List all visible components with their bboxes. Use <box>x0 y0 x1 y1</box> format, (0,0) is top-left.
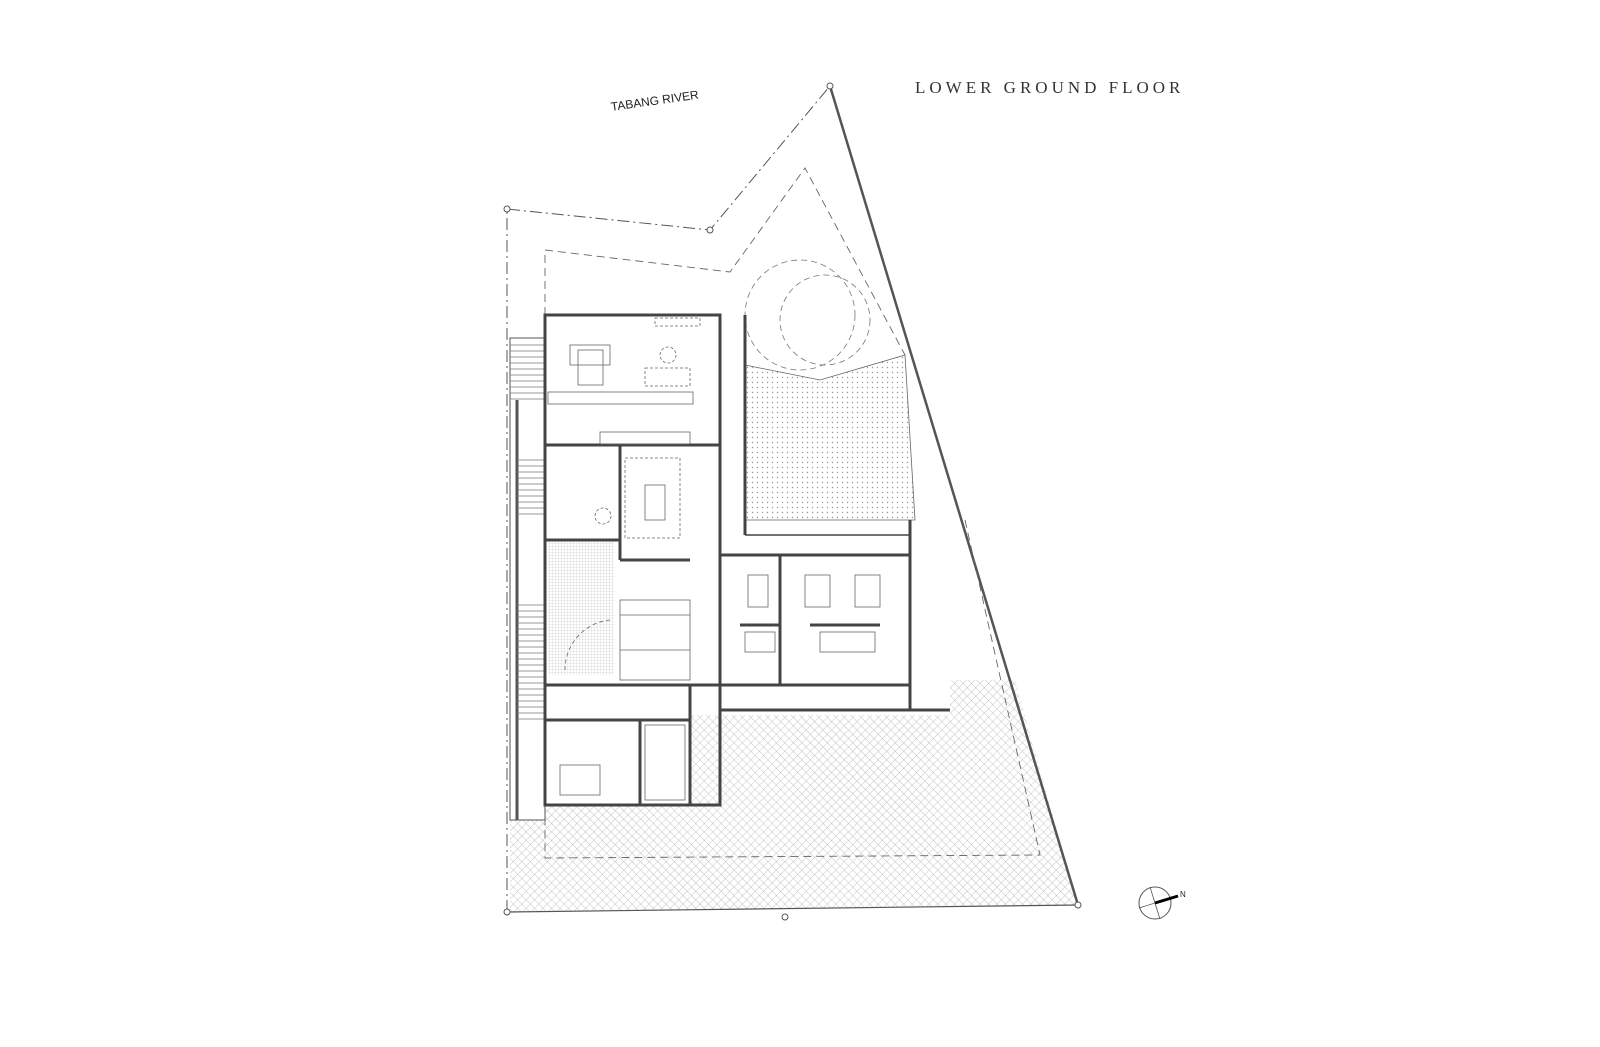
courtyard-hatch <box>744 354 916 521</box>
paved-terrace-hatch <box>510 680 1078 912</box>
building-walls <box>543 313 950 807</box>
lightwell-hatch <box>548 540 614 675</box>
site-boundary <box>503 82 1082 921</box>
drawing-title: LOWER GROUND FLOOR <box>915 78 1185 97</box>
tree-symbols <box>744 259 871 371</box>
north-label: N <box>1180 890 1186 899</box>
north-arrow-icon <box>1138 886 1179 920</box>
setback-line <box>544 167 1041 859</box>
external-stair <box>509 337 546 821</box>
furniture <box>547 317 881 801</box>
